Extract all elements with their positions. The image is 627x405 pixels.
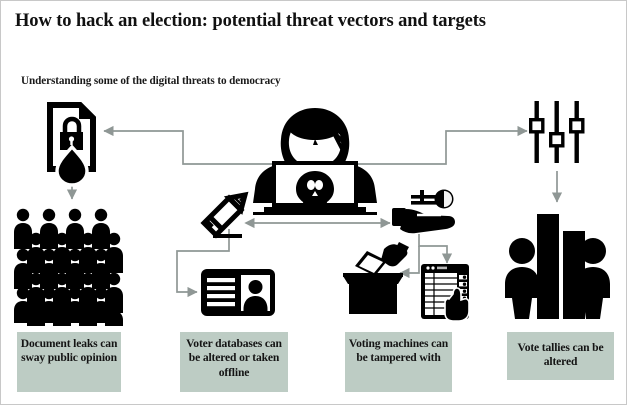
bar-chart-people-icon: [505, 214, 610, 319]
page-title: How to hack an election: potential threa…: [15, 11, 486, 31]
skull-glyph: [296, 171, 334, 208]
connector-pencil-to-voter-id: [176, 229, 230, 298]
hand-coin-icon: [392, 189, 455, 234]
ballot-box-icon: [343, 242, 409, 314]
caption-document-leaks: Document leaks can sway public opinion: [17, 332, 121, 392]
caption-voting-machines: Voting machines can be tampered with: [345, 332, 452, 392]
connector-hacker-to-document-leak: [103, 125, 282, 165]
pencil-icon: [200, 191, 249, 239]
connector-bribe-to-ballot-box: [399, 246, 420, 279]
hacker-icon: [253, 108, 377, 215]
connector-bribe-to-voting-machine: [418, 234, 453, 264]
connector-group: [66, 125, 563, 298]
caption-voter-databases: Voter databases can be altered or taken …: [180, 332, 288, 392]
sliders-icon: [529, 101, 585, 163]
id-card-icon: [201, 269, 275, 316]
crowd-icon: [14, 208, 123, 326]
voting-machine-icon: [421, 264, 470, 322]
page-subtitle: Understanding some of the digital threat…: [21, 75, 281, 87]
connector-hacker-to-sliders: [349, 125, 528, 165]
caption-vote-tallies: Vote tallies can be altered: [507, 332, 614, 380]
document-leak-icon: [47, 102, 96, 187]
